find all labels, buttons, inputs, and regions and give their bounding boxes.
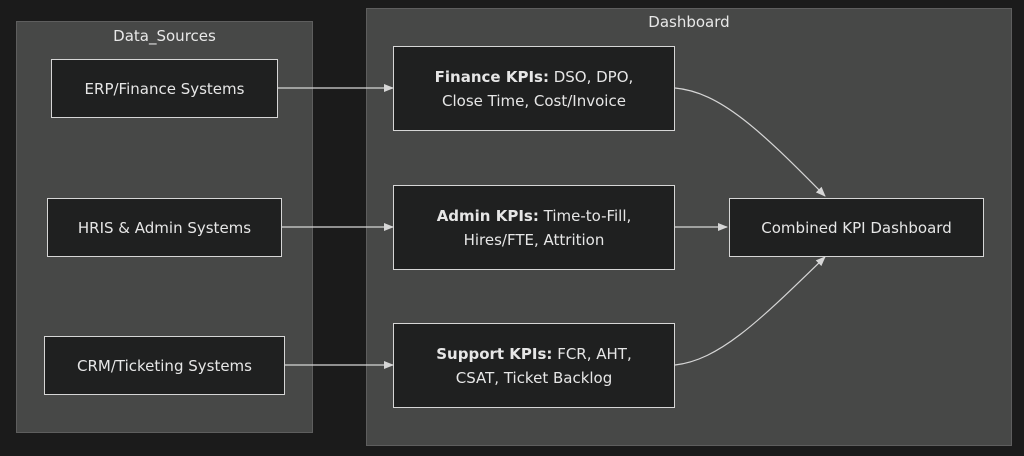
node-heading: Admin KPIs: (436, 206, 539, 225)
node-text-line2: CSAT, Ticket Backlog (455, 368, 613, 387)
node-heading: Finance KPIs: (434, 67, 549, 86)
node-text-line1: DSO, DPO, (548, 67, 634, 86)
node-finance-kpis: Finance KPIs: DSO, DPO, Close Time, Cost… (393, 46, 675, 131)
node-text-line1: FCR, AHT, (552, 344, 632, 363)
node-combined-kpi-dashboard: Combined KPI Dashboard (729, 198, 984, 257)
cluster-title-data-sources: Data_Sources (113, 27, 216, 45)
node-text-line2: Hires/FTE, Attrition (463, 230, 605, 249)
node-label: HRIS & Admin Systems (77, 218, 252, 237)
node-label: Combined KPI Dashboard (761, 218, 952, 237)
node-hris-admin-systems: HRIS & Admin Systems (47, 198, 282, 257)
node-label: CRM/Ticketing Systems (77, 356, 252, 375)
node-text-line1: Time-to-Fill, (538, 206, 632, 225)
node-crm-ticketing-systems: CRM/Ticketing Systems (44, 336, 285, 395)
node-label: ERP/Finance Systems (84, 79, 245, 98)
node-admin-kpis: Admin KPIs: Time-to-Fill, Hires/FTE, Att… (393, 185, 675, 270)
node-support-kpis: Support KPIs: FCR, AHT, CSAT, Ticket Bac… (393, 323, 675, 408)
node-text-line2: Close Time, Cost/Invoice (442, 91, 626, 110)
node-erp-finance-systems: ERP/Finance Systems (51, 59, 278, 118)
node-heading: Support KPIs: (436, 344, 553, 363)
cluster-title-dashboard: Dashboard (648, 13, 730, 31)
